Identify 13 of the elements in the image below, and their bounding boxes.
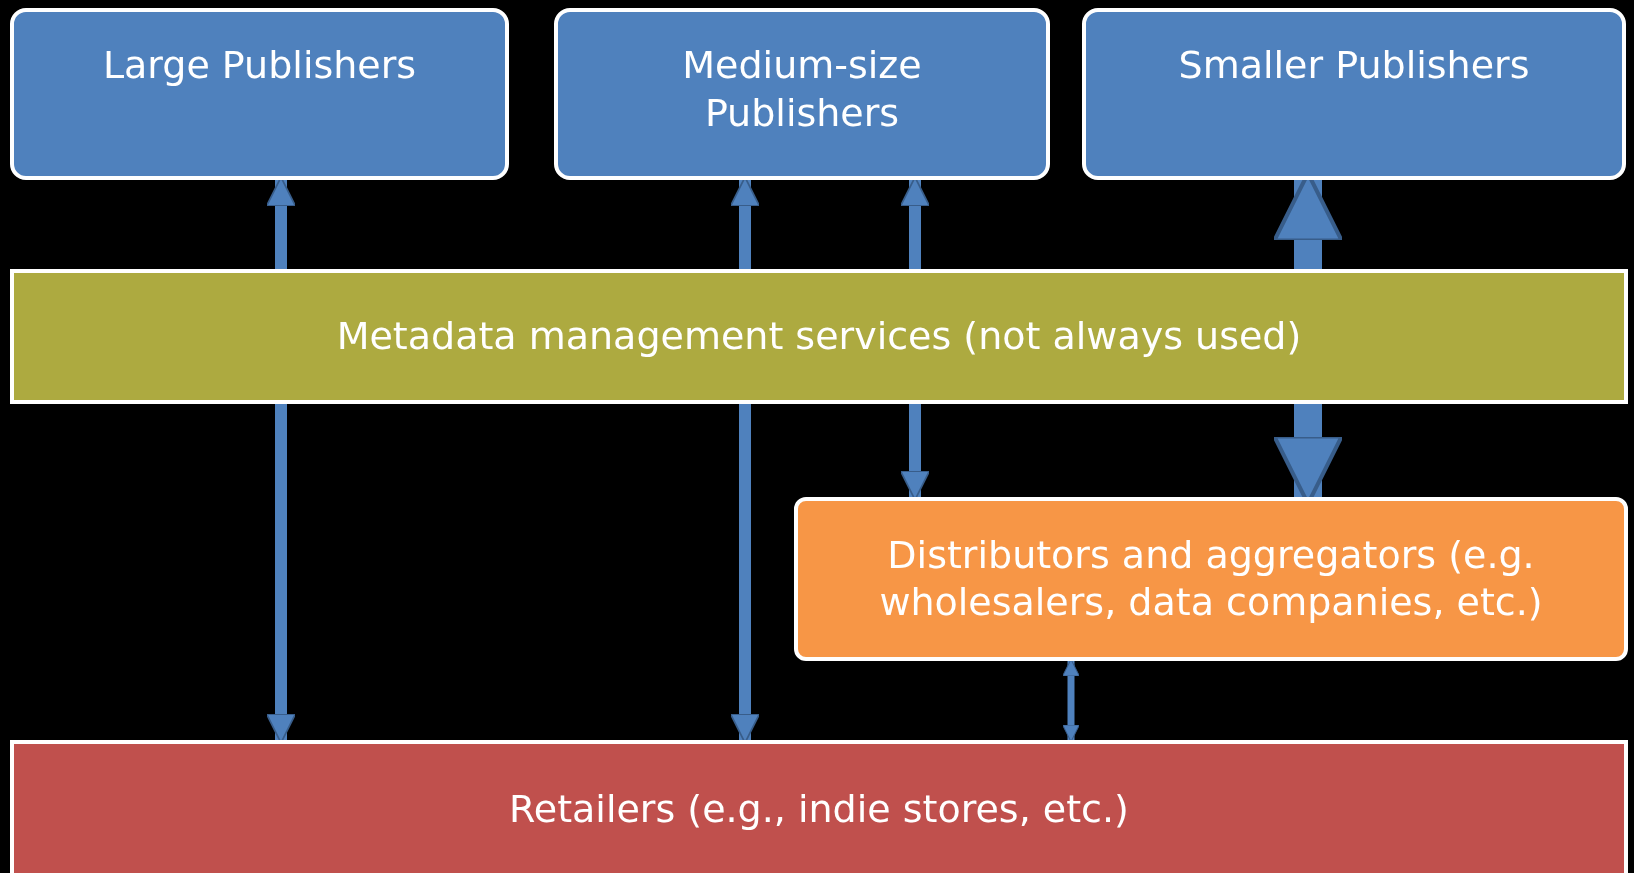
node-label: Large Publishers (102, 42, 417, 89)
node-label: Retailers (e.g., indie stores, etc.) (509, 786, 1129, 834)
node-label: Medium-size Publishers (681, 42, 923, 137)
node-label: Metadata management services (not always used) (336, 312, 1302, 360)
retailer-band (10, 740, 1628, 873)
publisher-box (10, 8, 509, 180)
publisher-box (554, 8, 1050, 180)
double-arrow (1062, 658, 1080, 743)
distributor-box (794, 497, 1628, 661)
publisher-box (1082, 8, 1626, 180)
node-label: Smaller Publishers (1178, 42, 1530, 89)
node-label: Distributors and aggregators (e.g. wholesalers, data companies, etc.) (878, 531, 1544, 626)
service-band (10, 269, 1628, 404)
